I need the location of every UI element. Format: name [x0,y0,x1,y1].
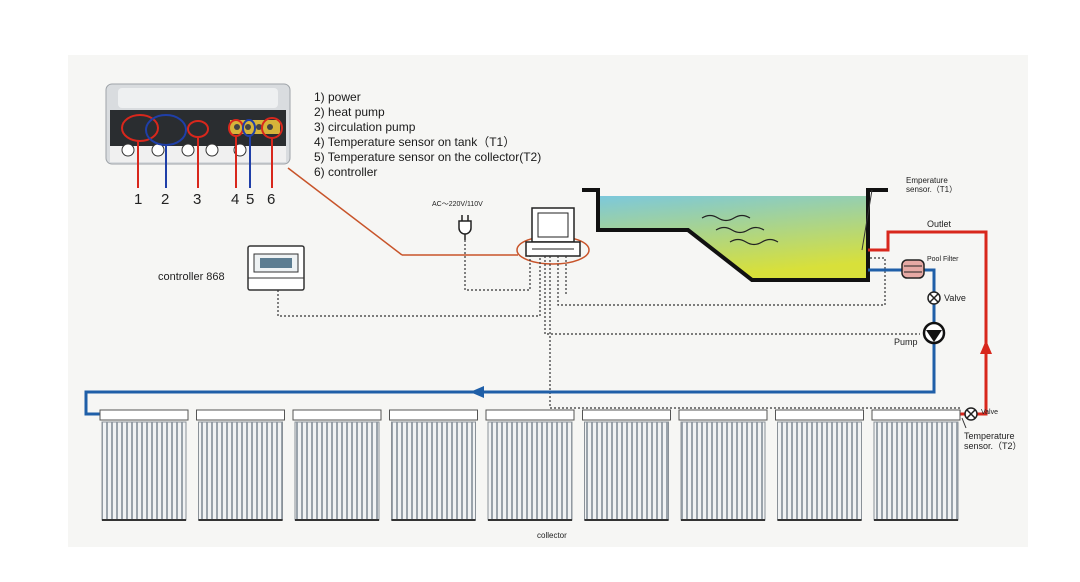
valve-icon-upper [927,291,941,305]
sensor-t2-label: Temperature sensor.（T2） [964,431,1022,451]
sensor-t1-label-line: sensor.（T1） [906,185,958,194]
ac-power-label: AC～220V/110V [432,201,483,208]
collector-manifold [389,409,478,421]
collector-manifold [678,409,768,421]
controller-unit-photo [105,83,291,165]
cold-water-pipe [84,268,936,416]
sensor-t2-label-line: sensor.（T2） [964,441,1022,451]
legend-item: 1) power [314,90,361,104]
collector-panel [389,409,478,521]
collector-panel [485,409,575,521]
collector-tubes [294,421,380,521]
legend-item: 2) heat pump [314,105,385,119]
valve-icon-lower [964,407,978,421]
legend-item: 6) controller [314,165,378,179]
collector-panel [196,409,285,521]
valve-label-lower: Valve [981,409,998,416]
collector-manifold [775,409,864,421]
collector-tubes [584,421,669,521]
collector-panel [582,409,671,521]
pump-icon [922,321,946,345]
port-number: 3 [193,191,202,208]
collector-tubes [391,421,476,521]
collector-label: collector [537,531,567,540]
collector-panel [99,409,189,521]
port-number: 5 [246,191,255,208]
collector-manifold [196,409,285,421]
sensor-t1-label: Emperature sensor.（T1） [906,176,957,194]
sensor-t1-label-line: Emperature [906,176,948,185]
valve-label-upper: Valve [944,293,966,303]
callout-line [287,167,403,256]
collector-panel [292,409,382,521]
collector-panel [775,409,864,521]
collector-tubes [873,421,959,521]
collector-tubes [487,421,573,521]
legend-item: 5) Temperature sensor on the collector(T… [314,150,542,164]
controller-868-icon [247,245,305,291]
ac-plug-icon [458,215,472,240]
collector-panel [678,409,768,521]
monitor-controller-icon [525,207,581,257]
legend-item: 3) circulation pump [314,120,416,134]
port-leader-lines [137,136,273,188]
port-number: 6 [267,191,276,208]
solar-collector-array [99,409,961,521]
sensor-t2-pointer [961,417,967,429]
collector-panel [871,409,961,521]
controller-868-label: controller 868 [158,271,225,283]
outlet-label: Outlet [927,219,952,229]
pool-tank [582,188,888,282]
collector-manifold [485,409,575,421]
collector-manifold [582,409,671,421]
pump-label: Pump [894,337,918,347]
component-legend: 1) power 2) heat pump 3) circulation pum… [314,90,541,180]
collector-manifold [292,409,382,421]
port-number: 4 [231,191,240,208]
port-number: 1 [134,191,143,208]
pool-filter-icon [901,259,925,279]
legend-item: 4) Temperature sensor on tank（T1） [314,135,516,149]
collector-manifold [99,409,189,421]
pool-filter-label: Pool Filter [927,256,959,263]
port-number: 2 [161,191,170,208]
collector-tubes [777,421,862,521]
collector-manifold [871,409,961,421]
sensor-t2-label-line: Temperature [964,431,1015,441]
collector-tubes [680,421,766,521]
collector-tubes [198,421,283,521]
collector-tubes [101,421,187,521]
